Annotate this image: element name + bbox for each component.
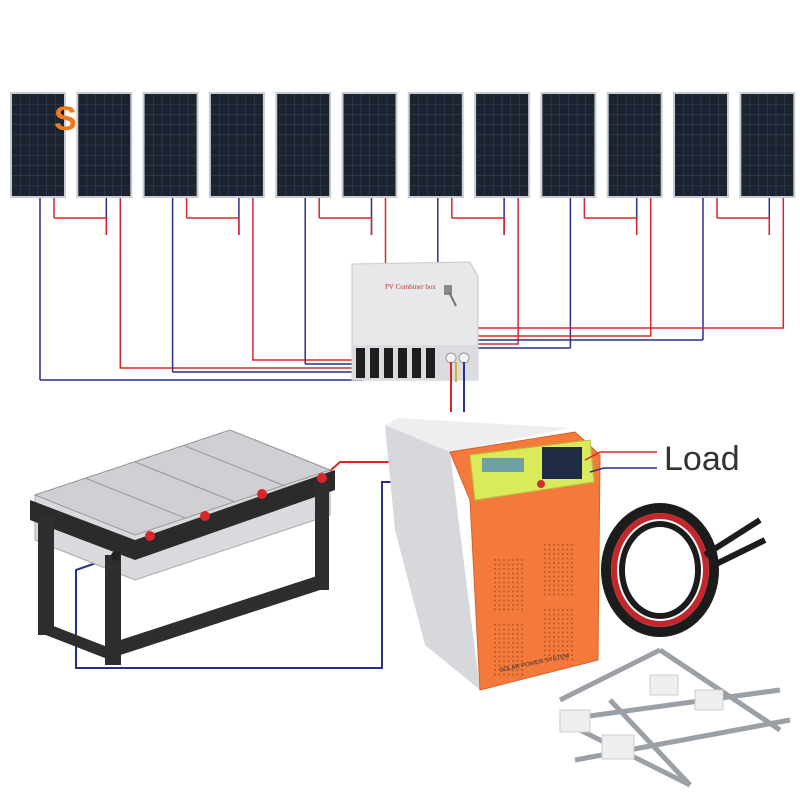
mc4-connector bbox=[384, 348, 393, 378]
mc4-connector bbox=[356, 348, 365, 378]
combiner-box-label: PV Combiner box bbox=[385, 283, 436, 291]
solar-panel bbox=[739, 92, 796, 198]
solar-panel bbox=[275, 92, 332, 198]
key-switch-icon bbox=[444, 285, 457, 307]
pv-cable-coil bbox=[601, 503, 767, 637]
solar-panel bbox=[76, 92, 133, 198]
ground-mount-bracket bbox=[558, 647, 791, 788]
battery-bank bbox=[30, 429, 335, 665]
solar-panel bbox=[341, 92, 398, 198]
load-label: Load bbox=[664, 440, 740, 478]
brand-logo: S bbox=[54, 100, 77, 138]
pv-combiner-box: PV Combiner box bbox=[351, 261, 479, 381]
solar-panel-array bbox=[10, 92, 796, 198]
hybrid-inverter: SOLAR POWER SYSTEM bbox=[385, 418, 601, 691]
mc4-connector bbox=[412, 348, 421, 378]
vent-grilles bbox=[494, 544, 573, 676]
lcd-display bbox=[482, 458, 524, 472]
solar-panel bbox=[208, 92, 265, 198]
solar-panel bbox=[540, 92, 597, 198]
touch-screen bbox=[542, 447, 582, 479]
mc4-connectors bbox=[356, 348, 435, 378]
mc4-connector bbox=[426, 348, 435, 378]
solar-panel bbox=[474, 92, 531, 198]
solar-panel bbox=[10, 92, 66, 198]
solar-panel bbox=[606, 92, 663, 198]
mc4-connector bbox=[370, 348, 379, 378]
solar-panel bbox=[142, 92, 199, 198]
solar-panel bbox=[673, 92, 729, 198]
solar-panel bbox=[407, 92, 464, 198]
power-button bbox=[537, 480, 545, 488]
mc4-connector bbox=[398, 348, 407, 378]
